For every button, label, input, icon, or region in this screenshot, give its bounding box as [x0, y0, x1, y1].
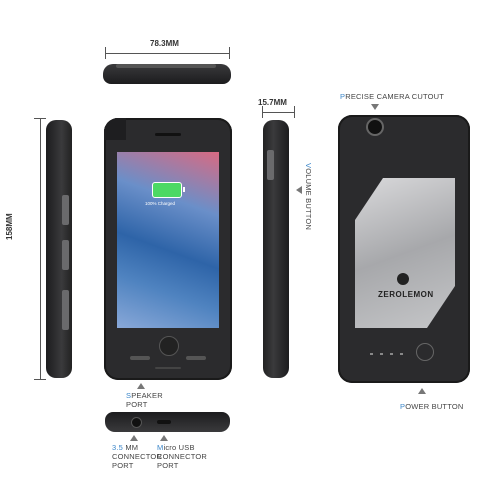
battery-icon	[152, 182, 182, 198]
connector-port-label: 3.5 MM CONNECTOR PORT	[112, 443, 162, 470]
usb-port	[157, 420, 171, 424]
camera-cutout-icon	[366, 118, 384, 136]
power-button	[416, 343, 434, 361]
speaker-port-label: SPEAKER PORT	[126, 391, 163, 409]
usb-arrow-icon	[160, 435, 168, 441]
power-button-label: POWER BUTTON	[400, 402, 464, 411]
home-button	[159, 336, 179, 356]
left-side-button-1	[62, 195, 69, 225]
height-label: 158MM	[5, 213, 14, 240]
volume-button	[267, 150, 274, 180]
battery-tip	[183, 187, 185, 192]
case-top-view	[103, 64, 231, 84]
charge-status-text: 100% Charged	[145, 201, 176, 206]
speaker-grille-left	[130, 356, 150, 360]
phone-screen: 100% Charged	[117, 152, 219, 328]
connector-arrow-icon	[130, 435, 138, 441]
brand-text: ZEROLEMON	[378, 290, 434, 299]
left-side-button-3	[62, 290, 69, 330]
charge-led-dots	[370, 353, 410, 355]
volume-button-label: VOLUME BUTTON	[304, 163, 313, 231]
left-side-button-2	[62, 240, 69, 270]
charge-led-strip	[155, 367, 181, 369]
usb-port-label: Micro USB CONNECTOR PORT	[157, 443, 207, 470]
speaker-grille-right	[186, 356, 206, 360]
power-arrow-icon	[418, 388, 426, 394]
depth-dimension: 15.7MM	[258, 98, 302, 120]
height-dimension	[28, 118, 48, 380]
brand-logo-icon	[397, 273, 409, 285]
back-panel	[355, 178, 455, 328]
front-bumper-corner-tl	[104, 118, 126, 140]
volume-arrow-icon	[296, 186, 302, 194]
headphone-jack	[131, 417, 142, 428]
camera-arrow-icon	[371, 104, 379, 110]
camera-cutout-label: PRECISE CAMERA CUTOUT	[340, 92, 445, 101]
width-dimension: 78.3MM	[105, 39, 230, 61]
width-label: 78.3MM	[150, 39, 179, 48]
phone-earpiece	[155, 133, 181, 136]
depth-label: 15.7MM	[258, 98, 287, 107]
speaker-arrow-icon	[137, 383, 145, 389]
case-top-edge	[116, 64, 216, 68]
